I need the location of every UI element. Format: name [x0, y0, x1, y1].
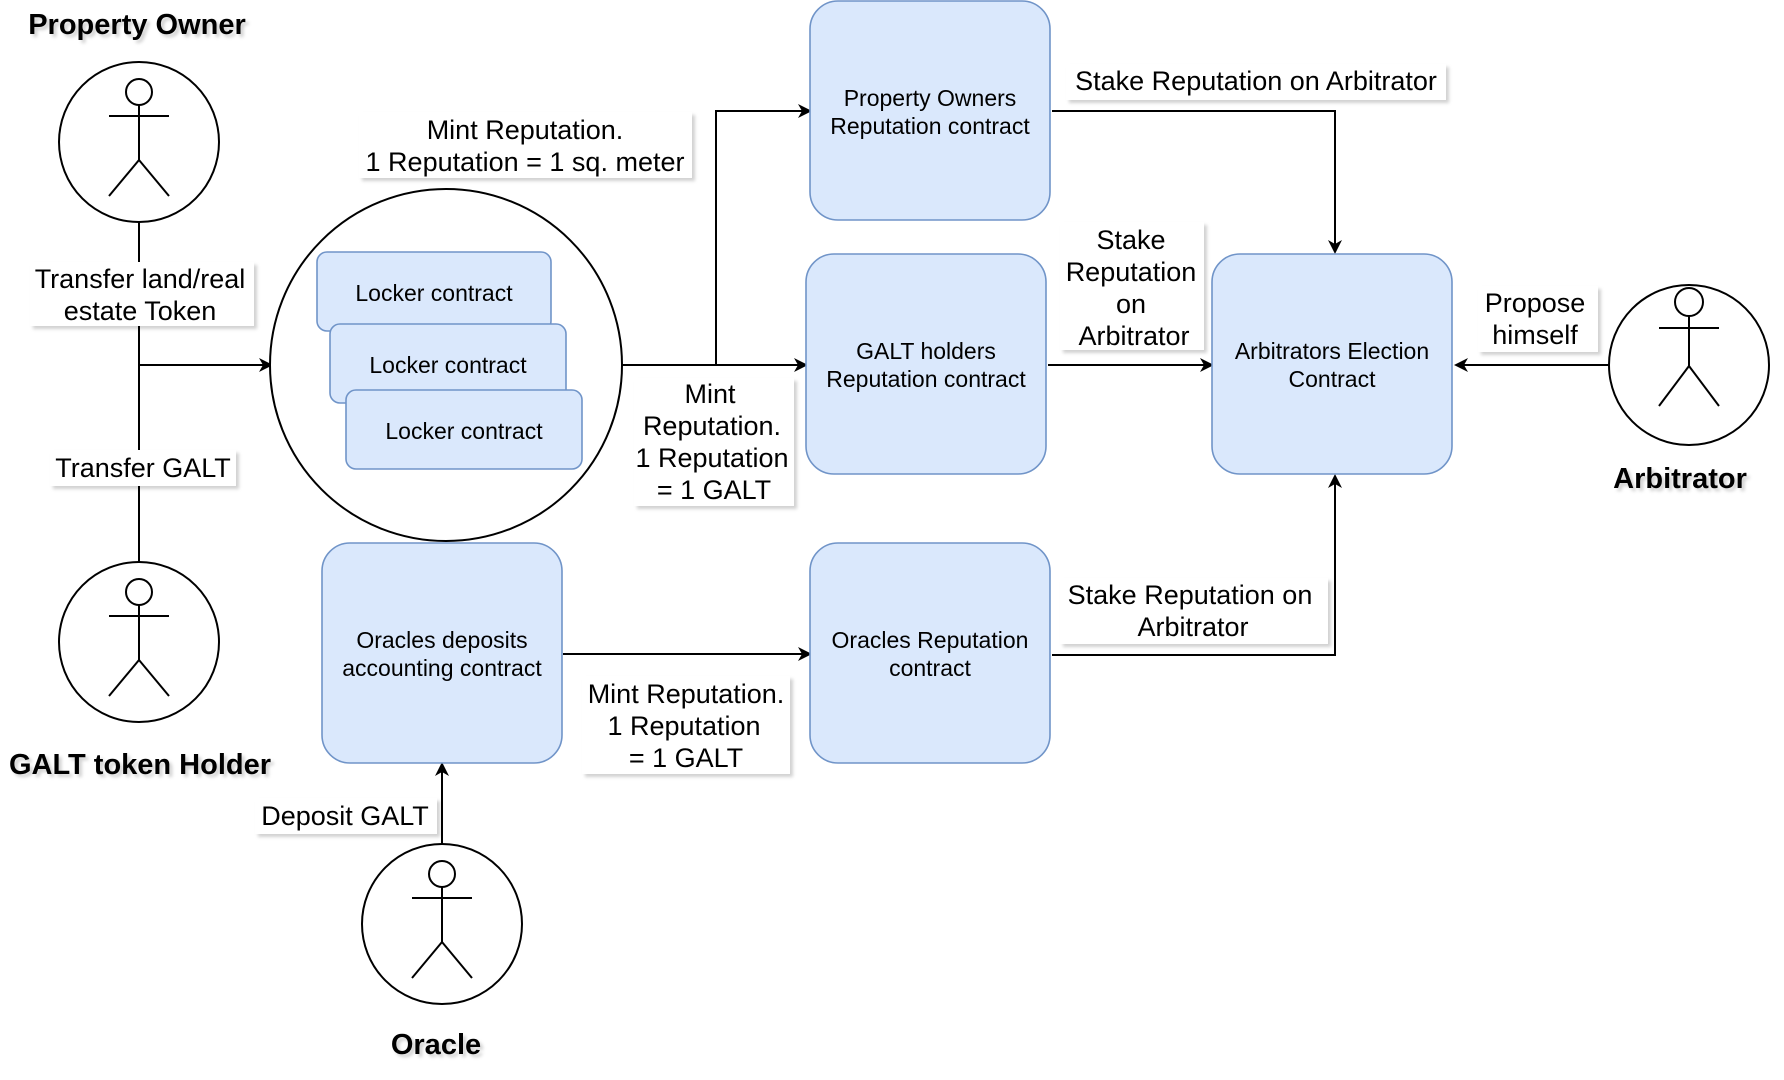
- stick-figure-icon: [1658, 287, 1720, 407]
- locker-contract-label: Locker contract: [355, 280, 513, 306]
- locker-contract-label: Locker contract: [369, 352, 527, 378]
- edge-label-propose: Propose himself: [1478, 286, 1598, 352]
- actor-galt-holder: [58, 561, 220, 723]
- edge-label-transfer-galt: Transfer GALT: [50, 450, 236, 486]
- edge-label-stake-bottom: Stake Reputation on Arbitrator: [1060, 578, 1328, 644]
- stick-figure-icon: [108, 78, 170, 197]
- galt-holders-reputation-contract: GALT holders Reputation contract: [805, 253, 1047, 475]
- edge-label-line: Deposit GALT: [261, 801, 429, 831]
- edge-label-transfer-land: Transfer land/real estate Token: [30, 262, 254, 326]
- actor-title-property-owner: Property Owner: [28, 9, 246, 41]
- box-line-2: Reputation contract: [826, 366, 1026, 392]
- locker-contract-1: Locker contract: [316, 251, 552, 332]
- oracles-reputation-contract: Oracles Reputation contract: [809, 542, 1051, 764]
- edge-label-mint-galt-1: Mint Reputation. 1 Reputation = 1 GALT: [634, 378, 794, 506]
- edge-label-line: = 1 GALT: [629, 743, 743, 773]
- edge-label-line: Stake Reputation on: [1068, 580, 1313, 610]
- edge-label-line: 1 Reputation: [635, 443, 788, 473]
- edge-label-deposit-galt: Deposit GALT: [255, 798, 437, 834]
- edge-label-line: on: [1116, 289, 1146, 319]
- edge-label-line: 1 Reputation = 1 sq. meter: [366, 147, 685, 177]
- edge-label-line: estate Token: [64, 296, 217, 326]
- box-line-1: Property Owners: [844, 85, 1017, 111]
- box-line-1: Oracles deposits: [356, 627, 527, 653]
- edge-label-line: Reputation: [1066, 257, 1197, 287]
- edge-label-line: Transfer land/real: [35, 264, 246, 294]
- locker-group: Locker contract Locker contract Locker c…: [269, 188, 623, 542]
- edge-label-line: Mint: [684, 379, 736, 409]
- actor-arbitrator: [1608, 284, 1770, 446]
- edge-label-line: Mint Reputation.: [427, 115, 624, 145]
- edge-label-line: = 1 GALT: [657, 475, 771, 505]
- actor-title-oracle: Oracle: [391, 1029, 481, 1061]
- edge-label-line: Propose: [1485, 288, 1586, 318]
- edge-label-line: Mint Reputation.: [588, 679, 785, 709]
- box-line-1: GALT holders: [856, 338, 996, 364]
- actor-title-arbitrator: Arbitrator: [1613, 463, 1747, 495]
- box-line-2: contract: [889, 655, 971, 681]
- stick-figure-icon: [108, 578, 170, 697]
- box-line-1: Arbitrators Election: [1235, 338, 1429, 364]
- property-owners-reputation-contract: Property Owners Reputation contract: [809, 0, 1051, 221]
- edge-label-line: Transfer GALT: [55, 453, 231, 483]
- actor-title-galt-holder: GALT token Holder: [9, 749, 271, 781]
- actor-oracle: [361, 843, 523, 1005]
- box-line-2: Contract: [1289, 366, 1377, 392]
- edge-label-line: Reputation.: [643, 411, 781, 441]
- locker-contract-2: Locker contract: [329, 323, 567, 404]
- stick-figure-icon: [411, 860, 473, 979]
- oracles-deposits-accounting-contract: Oracles deposits accounting contract: [321, 542, 563, 764]
- box-line-1: Oracles Reputation: [832, 627, 1029, 653]
- edge-label-mint-galt-2: Mint Reputation. 1 Reputation = 1 GALT: [582, 676, 790, 774]
- edge-label-mint-sqm: Mint Reputation. 1 Reputation = 1 sq. me…: [359, 112, 692, 178]
- box-line-2: accounting contract: [342, 655, 542, 681]
- locker-contract-3: Locker contract: [345, 389, 583, 470]
- edge-label-stake-mid: Stake Reputation on Arbitrator: [1060, 222, 1204, 351]
- edge-label-line: himself: [1492, 320, 1578, 350]
- edge-oracle-rep-to-election: [1052, 474, 1342, 656]
- locker-contract-label: Locker contract: [385, 418, 543, 444]
- edge-label-line: Arbitrator: [1137, 612, 1248, 642]
- arbitrators-election-contract: Arbitrators Election Contract: [1211, 253, 1453, 475]
- edge-label-line: Arbitrator: [1078, 321, 1189, 351]
- edge-owner-rep-to-election: [1052, 110, 1342, 254]
- actor-property-owner: [58, 61, 220, 223]
- box-line-2: Reputation contract: [830, 113, 1030, 139]
- edge-label-stake-top: Stake Reputation on Arbitrator: [1066, 64, 1446, 100]
- edge-label-line: 1 Reputation: [607, 711, 760, 741]
- edge-label-line: Stake: [1096, 225, 1165, 255]
- edge-locker-to-owner-rep: [715, 104, 812, 365]
- edge-label-line: Stake Reputation on Arbitrator: [1075, 66, 1437, 96]
